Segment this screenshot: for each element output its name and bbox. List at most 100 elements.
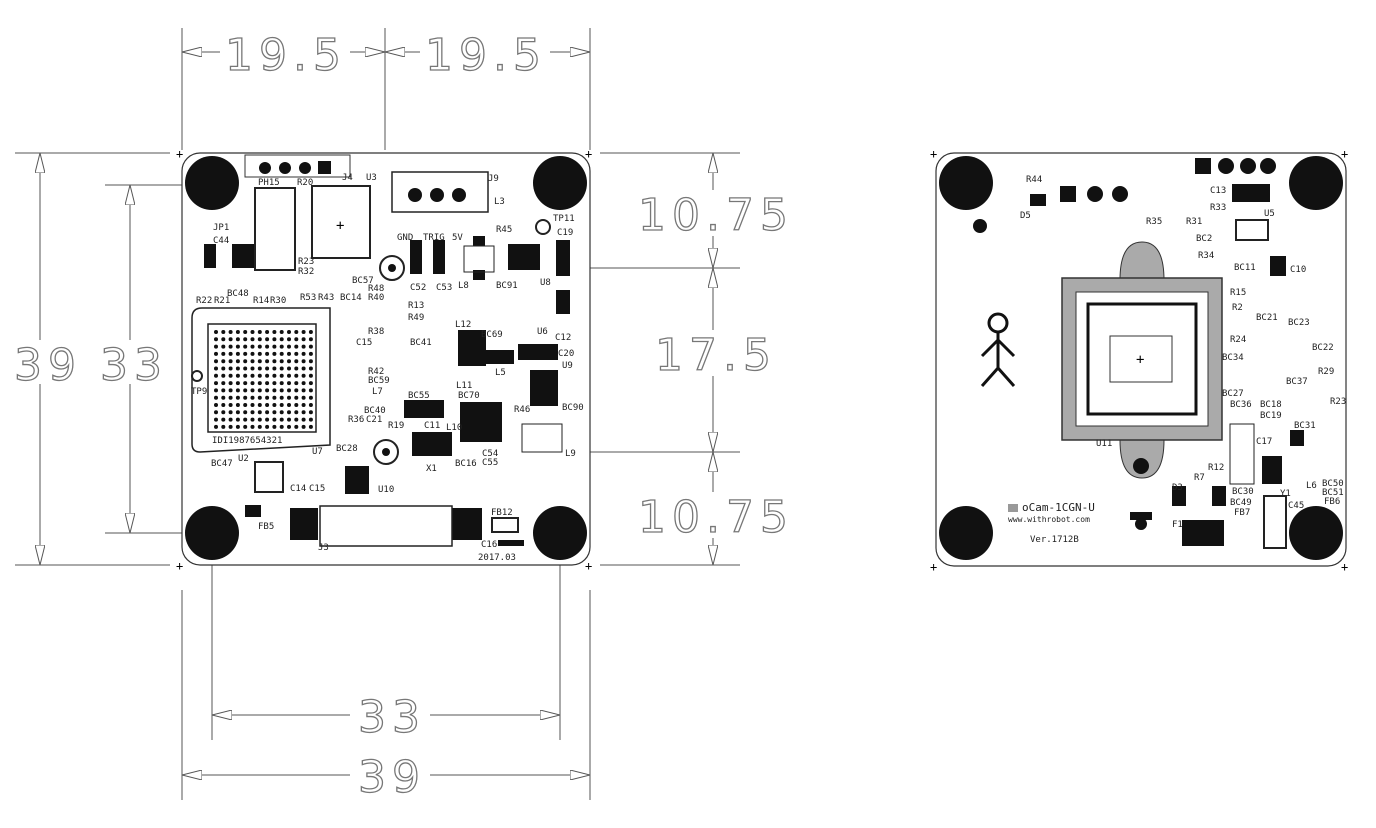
bga-ball: [257, 344, 262, 349]
ref-label: J4: [342, 173, 353, 183]
ref-label: R36: [348, 415, 364, 425]
ref-label: R24: [1230, 335, 1246, 345]
svg-text:+: +: [1136, 352, 1144, 368]
bga-ball: [308, 351, 313, 356]
ref-label: C52: [410, 283, 426, 293]
bga-ball: [250, 403, 255, 407]
bga-ball: [272, 351, 277, 356]
mounting-hole: [533, 156, 587, 210]
ref-label: L12: [455, 320, 471, 330]
bga-ball: [250, 366, 255, 371]
bga-ball: [301, 381, 306, 386]
bga-ball: [294, 395, 299, 400]
bga-ball: [272, 388, 277, 393]
bga-ball: [287, 395, 291, 400]
board-version: Ver.1712B: [1030, 535, 1079, 545]
bga-ball: [308, 373, 313, 378]
bga-ball: [228, 366, 233, 371]
ref-label: R48: [368, 284, 384, 294]
bga-ball: [265, 417, 270, 422]
bga-ball: [214, 395, 218, 400]
ref-label: U8: [540, 278, 551, 288]
bga-ball: [294, 424, 299, 429]
dim-top-right: 19.5: [425, 30, 547, 81]
bga-ball: [250, 410, 255, 415]
bga-ball: [250, 417, 255, 422]
bga-ball: [214, 337, 218, 342]
bga-ball: [279, 351, 284, 356]
ref-label: FB7: [1234, 508, 1250, 518]
dim-right-bottom: 10.75: [638, 492, 794, 543]
bga-ball: [214, 388, 218, 393]
bga-ball: [228, 410, 233, 415]
ref-label: BC23: [1288, 318, 1310, 328]
ref-label: R14: [253, 296, 269, 306]
ref-label: C15: [309, 484, 325, 494]
bga-ball: [257, 351, 262, 356]
ref-label: R23: [298, 257, 314, 267]
bga-ball: [221, 330, 226, 334]
bga-ball: [257, 410, 262, 415]
bga-ball: [235, 417, 240, 422]
ref-label: C14: [290, 484, 306, 494]
dim-top-left: 19.5: [225, 30, 347, 81]
ref-label: BC36: [1230, 400, 1252, 410]
ref-label: R13: [408, 301, 424, 311]
svg-text:+: +: [930, 560, 937, 574]
ref-label: J3: [318, 543, 329, 553]
ref-label: BC41: [410, 338, 432, 348]
bga-ball: [228, 395, 233, 400]
ref-label: BC28: [336, 444, 358, 454]
front-component-labels: PH15 R20 J4 U3 J9 L3 TP11 C19 JP1 C44 R2…: [191, 173, 584, 553]
bga-ball: [272, 330, 277, 334]
ref-label: BC59: [368, 376, 390, 386]
ref-label: BC57: [352, 276, 374, 286]
ref-label: R22: [196, 296, 212, 306]
bga-ball: [243, 337, 248, 342]
bga-ball: [272, 337, 277, 342]
bga-ball: [228, 424, 233, 429]
bga-ball: [308, 330, 313, 334]
ref-label: C53: [436, 283, 452, 293]
bga-ball: [287, 359, 291, 364]
bga-ball: [221, 337, 226, 342]
bga-ball: [301, 395, 306, 400]
mounting-hole: [185, 156, 239, 210]
bga-ball: [272, 344, 277, 349]
ref-label: R15: [1230, 288, 1246, 298]
bga-ball: [294, 403, 299, 407]
bga-ball: [214, 424, 218, 429]
ref-label: BC34: [1222, 353, 1244, 363]
product-name: oCam-1CGN-U: [1022, 501, 1095, 514]
svg-text:+: +: [585, 559, 592, 573]
ref-label: R40: [368, 293, 384, 303]
bga-ball: [287, 351, 291, 356]
ref-label: U10: [378, 485, 394, 495]
dim-left-inner: 33: [100, 340, 168, 391]
bga-ball: [265, 330, 270, 334]
ref-label: R44: [1026, 175, 1042, 185]
bga-ball: [272, 424, 277, 429]
bga-ball: [214, 351, 218, 356]
bga-ball: [279, 373, 284, 378]
svg-text:+: +: [176, 147, 183, 161]
bga-ball: [272, 403, 277, 407]
ref-label: D5: [1020, 211, 1031, 221]
bga-ball: [308, 344, 313, 349]
ref-label: R38: [368, 327, 384, 337]
bga-ball: [279, 359, 284, 364]
ref-label: R30: [270, 296, 286, 306]
bga-ball: [301, 337, 306, 342]
bga-ball: [308, 388, 313, 393]
bga-ball: [301, 344, 306, 349]
ref-label: C20: [558, 349, 574, 359]
bga-ball: [308, 410, 313, 415]
bga-ball: [294, 330, 299, 334]
bga-ball: [221, 424, 226, 429]
bga-ball: [294, 337, 299, 342]
svg-text:+: +: [930, 147, 937, 161]
ref-label: L11: [456, 381, 472, 391]
ref-label: R29: [1318, 367, 1334, 377]
ref-label: PH15: [258, 178, 280, 188]
ref-label: C55: [482, 458, 498, 468]
